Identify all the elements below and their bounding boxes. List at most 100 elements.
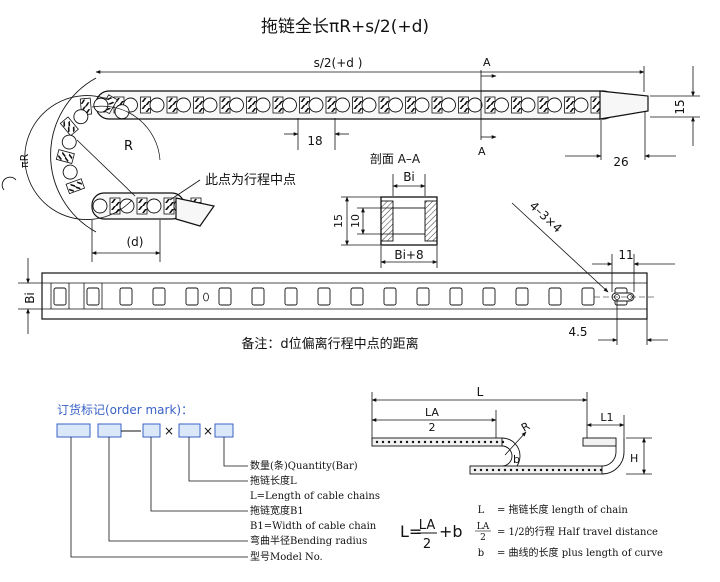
leader-length [188, 437, 248, 482]
chain-link [176, 96, 204, 114]
pitch-value: 18 [307, 134, 322, 148]
link-tooth-hatch [194, 98, 204, 112]
chain-dot [587, 468, 591, 472]
plan-link [317, 287, 331, 306]
chain-dot [569, 468, 573, 472]
link-pin [441, 97, 456, 113]
link-tooth-hatch [221, 98, 230, 112]
link-tooth-hatch [327, 98, 336, 112]
link-pin [547, 97, 562, 113]
link-teeth [590, 96, 602, 114]
plan-link-body [119, 287, 133, 306]
link-pin [119, 198, 135, 214]
link-tooth-hatch [247, 98, 257, 112]
order-box-quantity [214, 423, 234, 438]
page-title: 拖链全长πR+s/2(+d) [261, 17, 429, 37]
chain-dot [557, 468, 561, 472]
link-pin [573, 97, 589, 113]
f-right-bend [601, 438, 617, 467]
plan-link-body [152, 287, 166, 306]
f-right-bend-outer [601, 438, 625, 475]
chain-dot [497, 468, 501, 472]
radius-guide-arc [50, 77, 97, 233]
chain-link [414, 96, 443, 114]
chain-dot [399, 440, 403, 444]
chain-dot [503, 468, 507, 472]
order-box-width [142, 423, 161, 438]
legend-radius: 弯曲半径Bending radius [250, 534, 367, 547]
f-legend-L-text: = 拖链长度 length of chain [497, 503, 628, 516]
midpoint-leader [169, 179, 201, 201]
chain-link [282, 96, 310, 114]
legend-length-cn: 拖链长度L [250, 474, 297, 487]
f-legend-b-sym: b [478, 548, 484, 559]
link-pin [176, 97, 191, 113]
link-tooth-hatch [406, 98, 416, 112]
link-pin [361, 97, 377, 113]
formula-label-R: R [519, 419, 532, 434]
link-teeth [405, 96, 416, 114]
chain-dot [405, 440, 409, 444]
chain-dot [375, 440, 379, 444]
d-offset-note: 备注：d位偏离行程中点的距离 [241, 336, 418, 352]
plan-link-body [317, 287, 331, 306]
plan-link [482, 287, 496, 306]
plan-link-body [218, 287, 232, 306]
link-tooth-hatch [380, 98, 389, 112]
chain-dot [485, 468, 489, 472]
link-pin [335, 97, 350, 113]
section-bi8-label: Bi+8 [394, 248, 423, 262]
section-label-a-top: A [483, 56, 491, 69]
link-tooth-hatch [141, 98, 151, 112]
legend-width-cn: 拖链宽度B1 [250, 504, 304, 517]
link-tooth-hatch [459, 98, 469, 112]
formula-rhs: +b [439, 522, 463, 541]
chain-dot [465, 440, 469, 444]
chain-link [149, 96, 178, 114]
plan-link [383, 287, 397, 306]
pi-r-arrow [1, 176, 17, 191]
plan-link [350, 287, 364, 306]
chain-side-view: R πR s/2(+d ) A A 18 15 26 此点为行 [1, 56, 700, 262]
chain-dot [441, 440, 445, 444]
chain-dot [527, 468, 531, 472]
d-label: (d) [127, 235, 144, 249]
chain-dot [459, 440, 463, 444]
hole-leader [511, 202, 609, 293]
f-legend-LA-text: = 1/2的行程 Half travel distance [497, 525, 658, 538]
link-teeth [564, 96, 575, 114]
plan-link-body [86, 287, 100, 306]
chain-link [467, 96, 496, 114]
plan-mid-marker [203, 292, 209, 302]
link-teeth [136, 197, 148, 215]
leader-width [150, 437, 248, 512]
section-a-a: 剖面 A–A Bi 15 10 Bi+8 [332, 152, 438, 268]
section-title: 剖面 A–A [370, 152, 421, 166]
chain-dot [453, 440, 457, 444]
chain-dot [593, 468, 597, 472]
link-teeth [511, 96, 522, 114]
upper-strand-links [96, 96, 602, 114]
hole-callout: 4–3×4 [527, 199, 565, 236]
link-teeth [55, 149, 75, 164]
link-teeth [140, 96, 151, 114]
plan-link-body [185, 287, 199, 306]
leader-radius [108, 437, 248, 542]
link-tooth-hatch [565, 98, 575, 112]
formula-dim-LA: LA [425, 406, 439, 419]
link-teeth [484, 96, 496, 114]
plan-link [83, 283, 103, 309]
link-teeth [378, 96, 390, 114]
link-pin [467, 97, 483, 113]
link-tooth-hatch [592, 98, 601, 112]
link-pin [92, 198, 108, 214]
link-pin [202, 97, 218, 113]
end-bracket-bottom [175, 197, 216, 227]
link-pin [388, 97, 403, 113]
plan-dim-11: 11 [618, 248, 633, 262]
order-mark-title: 订货标记(order mark)： [57, 402, 193, 417]
link-tooth-hatch [168, 98, 177, 112]
legend-model: 型号Model No. [250, 550, 323, 563]
formula-num: LA [419, 518, 436, 533]
